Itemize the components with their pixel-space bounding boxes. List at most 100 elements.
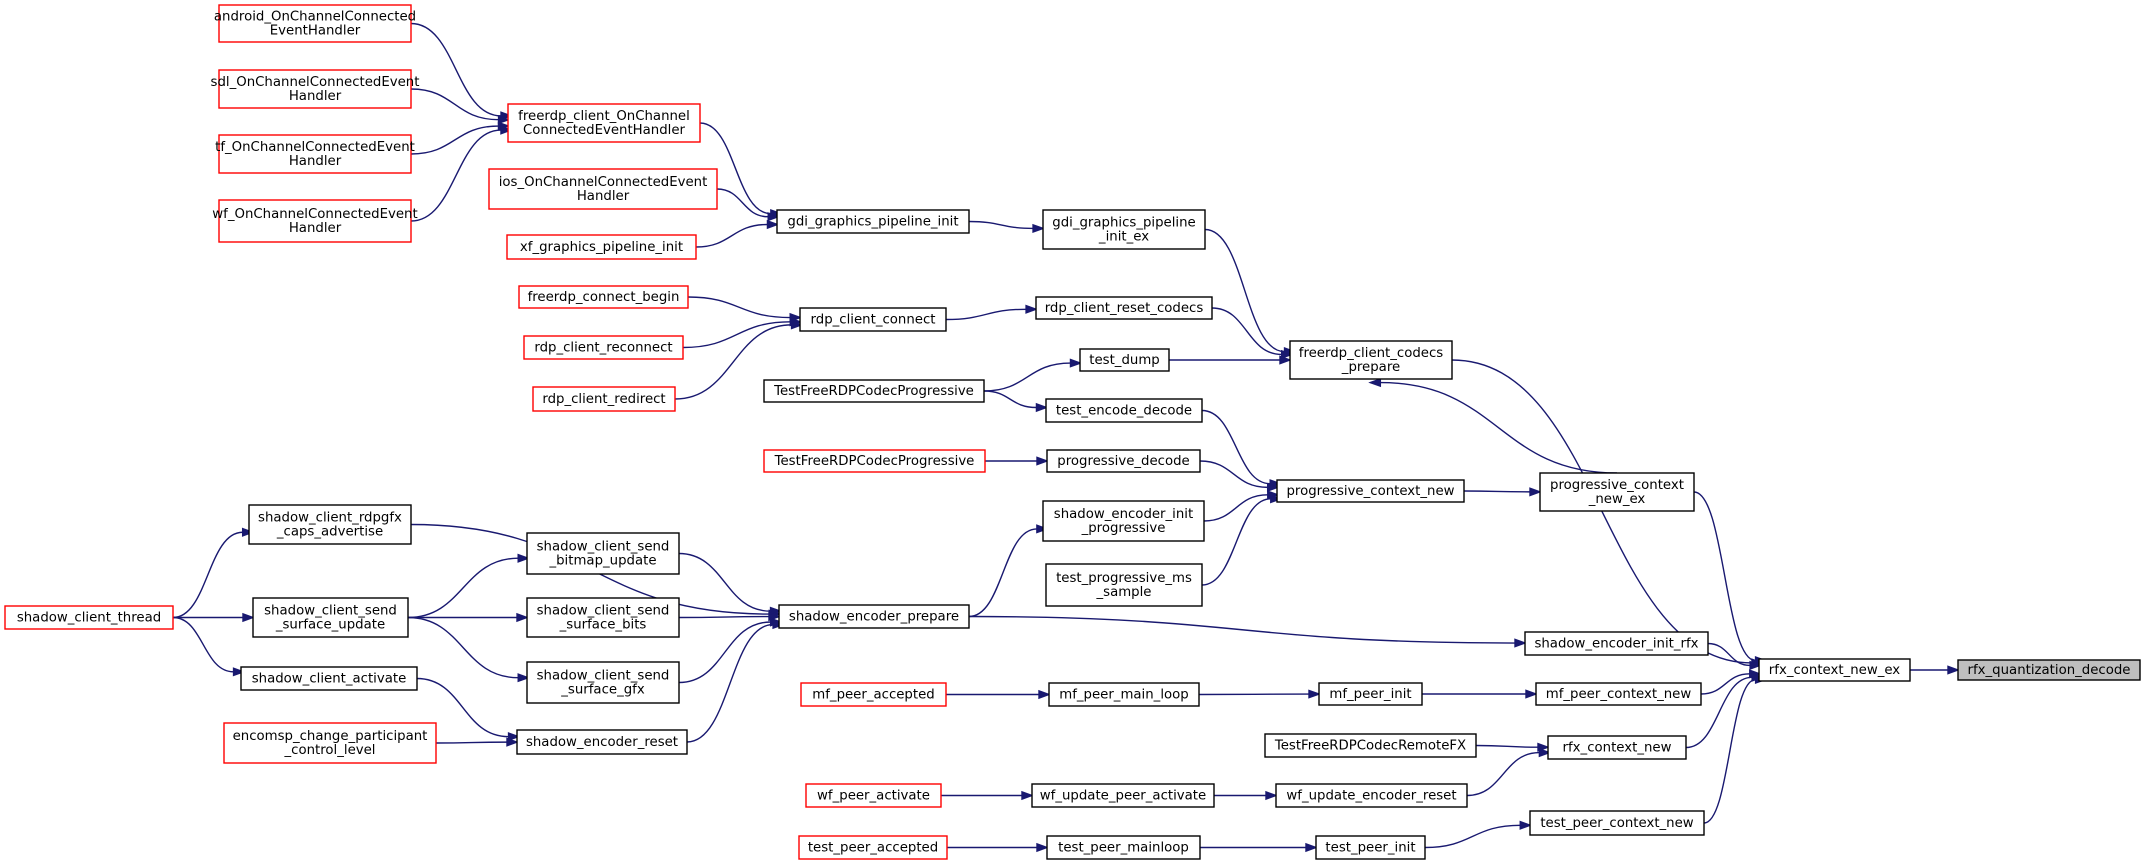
node-rdp_client_connect[interactable]: rdp_client_connect	[799, 307, 947, 332]
node-progressive_decode[interactable]: progressive_decode	[1046, 449, 1201, 473]
node-test_dump[interactable]: test_dump	[1079, 348, 1170, 372]
edge-line	[407, 616, 519, 679]
node-box	[800, 682, 947, 707]
node-wf_peer_activate[interactable]: wf_peer_activate	[805, 783, 942, 808]
node-shadow_client_activate[interactable]: shadow_client_activate	[240, 666, 418, 691]
node-test_encode_decode[interactable]: test_encode_decode	[1045, 398, 1203, 423]
arrowhead-icon	[506, 737, 520, 747]
edge-shadow_client_send_surface_update-to-shadow_client_send_surface_bits	[407, 612, 530, 623]
edge-shadow_encoder_init_progressive-to-progressive_context_new	[1203, 490, 1280, 522]
node-shadow_encoder_reset[interactable]: shadow_encoder_reset	[516, 729, 688, 755]
node-label: shadow_encoder_reset	[526, 735, 678, 750]
node-test_peer_context_new[interactable]: test_peer_context_new	[1529, 810, 1705, 836]
node-test_peer_init[interactable]: test_peer_init	[1315, 835, 1426, 860]
arrowhead-icon	[500, 125, 514, 135]
node-label: progressive_context	[1550, 478, 1684, 493]
node-test_peer_accepted[interactable]: test_peer_accepted	[798, 835, 948, 860]
edge-rdp_client_reconnect-to-rdp_client_connect	[682, 317, 803, 349]
node-label: rdp_client_redirect	[542, 392, 665, 407]
node-encomsp_change_participant_control_level[interactable]: encomsp_change_participant_control_level	[223, 722, 437, 764]
edges-layer	[172, 22, 1961, 853]
node-box	[4, 605, 174, 630]
node-shadow_client_rdpgfx_caps_advertise[interactable]: shadow_client_rdpgfx_caps_advertise	[248, 504, 412, 545]
arrowhead-icon	[767, 212, 781, 222]
node-shadow_client_send_surface_bits[interactable]: shadow_client_send_surface_bits	[526, 597, 680, 638]
node-label: _bitmap_update	[548, 554, 656, 569]
node-mf_peer_accepted[interactable]: mf_peer_accepted	[800, 682, 947, 707]
edge-shadow_client_activate-to-shadow_encoder_reset	[416, 677, 521, 742]
node-progressive_context_new_ex[interactable]: progressive_context_new_ex	[1539, 472, 1695, 512]
node-label: android_OnChannelConnected	[214, 10, 416, 25]
node-box	[218, 4, 412, 43]
node-gdi_graphics_pipeline_init[interactable]: gdi_graphics_pipeline_init	[776, 209, 970, 234]
node-shadow_client_thread[interactable]: shadow_client_thread	[4, 605, 174, 630]
node-label: rfx_context_new	[1563, 741, 1672, 756]
node-shadow_client_send_surface_gfx[interactable]: shadow_client_send_surface_gfx	[526, 661, 680, 704]
node-TestFreeRDPCodecProgressive_1[interactable]: TestFreeRDPCodecProgressive	[763, 379, 985, 403]
node-rfx_context_new_ex[interactable]: rfx_context_new_ex	[1758, 658, 1911, 682]
node-gdi_graphics_pipeline_init_ex[interactable]: gdi_graphics_pipeline_init_ex	[1042, 209, 1206, 250]
arrowhead-icon	[507, 732, 521, 742]
node-xf_graphics_pipeline_init[interactable]: xf_graphics_pipeline_init	[506, 234, 697, 260]
node-box	[526, 597, 680, 638]
node-shadow_client_send_bitmap_update[interactable]: shadow_client_send_bitmap_update	[526, 532, 680, 575]
edge-android_OnChannelConnectedEventHandler-to-freerdp_client_OnChannelConnectedEventHandler	[410, 22, 514, 121]
node-label: test_encode_decode	[1056, 404, 1192, 419]
node-shadow_encoder_prepare[interactable]: shadow_encoder_prepare	[778, 604, 970, 629]
node-mf_peer_init[interactable]: mf_peer_init	[1318, 682, 1423, 706]
node-shadow_encoder_init_progressive[interactable]: shadow_encoder_init_progressive	[1042, 500, 1205, 542]
node-label: test_peer_mainloop	[1058, 841, 1189, 856]
edge-line	[1380, 381, 1618, 474]
edge-line	[1201, 409, 1271, 485]
node-label: shadow_client_send	[537, 604, 670, 619]
node-wf_update_encoder_reset[interactable]: wf_update_encoder_reset	[1275, 783, 1468, 808]
node-progressive_context_new[interactable]: progressive_context_new	[1276, 479, 1465, 503]
node-mf_peer_context_new[interactable]: mf_peer_context_new	[1535, 682, 1702, 706]
node-test_progressive_ms_sample[interactable]: test_progressive_ms_sample	[1045, 563, 1203, 607]
node-label: test_dump	[1089, 353, 1159, 368]
arrowhead-icon	[1036, 524, 1049, 534]
node-box	[1276, 479, 1465, 503]
node-TestFreeRDPCodecRemoteFX[interactable]: TestFreeRDPCodecRemoteFX	[1264, 733, 1477, 758]
node-label: sdl_OnChannelConnectedEvent	[211, 75, 420, 90]
node-box	[240, 666, 418, 691]
edge-line	[699, 122, 771, 215]
node-rfx_quantization_decode[interactable]: rfx_quantization_decode	[1957, 659, 2141, 681]
node-label: Handler	[289, 154, 342, 169]
edge-line	[945, 308, 1027, 321]
node-label: Handler	[577, 189, 630, 204]
node-freerdp_connect_begin[interactable]: freerdp_connect_begin	[518, 285, 689, 309]
edge-line	[695, 223, 768, 248]
node-freerdp_client_OnChannelConnectedEventHandler[interactable]: freerdp_client_OnChannelConnectedEventHa…	[507, 103, 701, 143]
node-test_peer_mainloop[interactable]: test_peer_mainloop	[1046, 835, 1201, 860]
node-label: shadow_client_send	[537, 669, 670, 684]
node-wf_update_peer_activate[interactable]: wf_update_peer_activate	[1031, 783, 1215, 808]
node-box	[1318, 682, 1423, 706]
node-box	[507, 103, 701, 143]
node-freerdp_client_codecs_prepare[interactable]: freerdp_client_codecs_prepare	[1289, 340, 1453, 380]
edge-shadow_encoder_init_rfx-to-rfx_context_new_ex	[1707, 642, 1763, 670]
node-shadow_encoder_init_rfx[interactable]: shadow_encoder_init_rfx	[1524, 631, 1709, 656]
node-shadow_client_send_surface_update[interactable]: shadow_client_send_surface_update	[252, 597, 409, 638]
node-box	[218, 69, 412, 109]
node-rdp_client_reset_codecs[interactable]: rdp_client_reset_codecs	[1035, 296, 1213, 320]
node-label: shadow_encoder_init	[1054, 507, 1193, 522]
edge-line	[1703, 678, 1756, 824]
node-box	[523, 335, 684, 360]
node-mf_peer_main_loop[interactable]: mf_peer_main_loop	[1048, 682, 1200, 707]
node-rdp_client_redirect[interactable]: rdp_client_redirect	[532, 386, 676, 412]
edge-line	[968, 615, 1516, 644]
node-label: Handler	[289, 221, 342, 236]
edge-line	[1693, 491, 1756, 662]
node-TestFreeRDPCodecProgressive_2[interactable]: TestFreeRDPCodecProgressive	[763, 449, 986, 473]
node-rfx_context_new[interactable]: rfx_context_new	[1547, 735, 1687, 760]
arrowhead-icon	[517, 553, 531, 563]
edge-shadow_client_send_surface_gfx-to-shadow_encoder_prepare	[678, 617, 783, 684]
node-rdp_client_reconnect[interactable]: rdp_client_reconnect	[523, 335, 684, 360]
edge-line	[1700, 673, 1750, 695]
